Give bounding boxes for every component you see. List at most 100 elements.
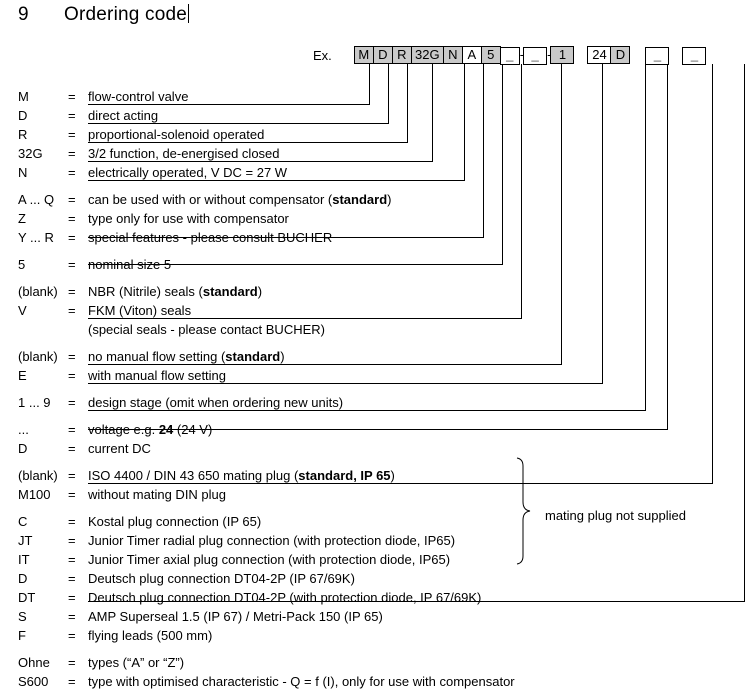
code-box[interactable]: D [372,45,393,64]
legend-equals: = [68,468,76,483]
legend-equals: = [68,127,76,142]
legend-description-tail: ) [257,284,263,299]
legend-row: D=Deutsch plug connection DT04-2P (IP 67… [0,570,753,589]
legend-description: Junior Timer radial plug connection (wit… [88,533,456,548]
legend-code: D [18,441,28,456]
legend-description: 3/2 function, de-energised closed [88,146,280,161]
legend-row: IT=Junior Timer axial plug connection (w… [0,551,753,570]
code-box[interactable]: 24 [587,45,612,64]
legend-code: Z [18,211,26,226]
legend-group-spacer [0,646,753,654]
legend-row: N=electrically operated, V DC = 27 W [0,164,753,183]
legend-code: A ... Q [18,192,55,207]
legend-description: type with optimised characteristic - Q =… [88,674,515,689]
legend-group-spacer [0,386,753,394]
code-box[interactable]: N [442,45,463,64]
legend-code: M100 [18,487,51,502]
legend-equals: = [68,655,76,670]
legend-group-spacer [0,340,753,348]
code-separator: - [547,46,552,62]
legend-description: with manual flow setting [88,368,227,383]
legend-group-spacer [0,275,753,283]
legend-row: V = FKM (Viton) seals [0,302,753,321]
legend-equals: = [68,211,76,226]
legend-code: DT [18,590,36,605]
legend-description: FKM (Viton) seals [88,303,192,318]
legend-description-tail: (24 V) [173,422,213,437]
code-box[interactable]: A [461,45,482,64]
legend-description-tail: ) [280,349,285,364]
legend-description: special features - please consult BUCHER [88,230,333,245]
legend-equals: = [68,165,76,180]
legend-row: D=current DC [0,440,753,459]
legend-row: M100=without mating DIN plug [0,486,753,505]
legend-row: R = proportional-solenoid operated [0,126,753,145]
legend-description: flying leads (500 mm) [88,628,213,643]
code-box[interactable] [682,46,707,65]
legend-code: (blank) [18,349,58,364]
legend-description: flow-control valve [88,89,189,104]
legend-equals: = [68,349,76,364]
legend-row: (blank)=ISO 4400 / DIN 43 650 mating plu… [0,467,753,486]
legend-code: E [18,368,27,383]
legend-description: (special seals - please contact BUCHER) [88,322,325,337]
legend-description: Junior Timer axial plug connection (with… [88,552,451,567]
legend-equals: = [68,441,76,456]
legend-description: nominal size 5 [88,257,172,272]
legend-code: N [18,165,28,180]
legend-equals: = [68,192,76,207]
legend-description: proportional-solenoid operated [88,127,265,142]
legend-description: without mating DIN plug [88,487,227,502]
legend-row: M=flow-control valve [0,88,753,107]
brace-note: mating plug not supplied [545,508,686,523]
code-box[interactable] [523,46,548,65]
legend-code: (blank) [18,284,58,299]
code-box[interactable]: M [353,45,374,64]
legend-code: V [18,303,27,318]
legend-equals: = [68,368,76,383]
section-title: Ordering code [64,4,188,25]
legend-code: C [18,514,28,529]
legend-description-emphasis: 24 [158,422,174,437]
legend-equals: = [68,89,76,104]
legend-equals: = [68,284,76,299]
legend-code: R [18,127,28,142]
legend-row: (blank)=NBR (Nitrile) seals (standard) [0,283,753,302]
code-box[interactable]: D [610,45,631,64]
legend-group-spacer [0,183,753,191]
code-box[interactable] [645,46,670,65]
legend-equals: = [68,230,76,245]
legend-equals: = [68,609,76,624]
legend-description: types (“A” or “Z”) [88,655,185,670]
legend-description: type only for use with compensator [88,211,289,226]
legend-equals: = [68,108,76,123]
code-box[interactable] [499,46,520,65]
legend-code: D [18,571,28,586]
legend-description: Kostal plug connection (IP 65) [88,514,262,529]
legend-equals: = [68,303,76,318]
legend-description-emphasis: standard [332,192,388,207]
legend-row: S600=type with optimised characteristic … [0,673,753,692]
legend-row: 32G=3/2 function, de-energised closed [0,145,753,164]
legend-equals: = [68,395,76,410]
code-box[interactable]: 1 [550,45,575,64]
legend-description: ISO 4400 / DIN 43 650 mating plug (stand… [88,468,395,483]
legend-row: DT=Deutsch plug connection DT04-2P (with… [0,589,753,608]
code-box[interactable]: R [391,45,412,64]
legend-row: S=AMP Superseal 1.5 (IP 67) / Metri-Pack… [0,608,753,627]
legend-row: Ohne=types (“A” or “Z”) [0,654,753,673]
legend-code: IT [18,552,30,567]
code-box[interactable]: 5 [480,45,501,64]
legend-equals: = [68,257,76,272]
legend-description-tail: ) [387,192,392,207]
code-box[interactable]: 32G [410,45,444,64]
legend-description: voltage e.g. 24 (24 V) [88,422,212,437]
legend-code: JT [18,533,33,548]
text-cursor [188,4,190,23]
legend-description: no manual flow setting (standard) [88,349,285,364]
legend-description: AMP Superseal 1.5 (IP 67) / Metri-Pack 1… [88,609,383,624]
legend-code: ... [18,422,29,437]
legend-row: E = with manual flow setting [0,367,753,386]
